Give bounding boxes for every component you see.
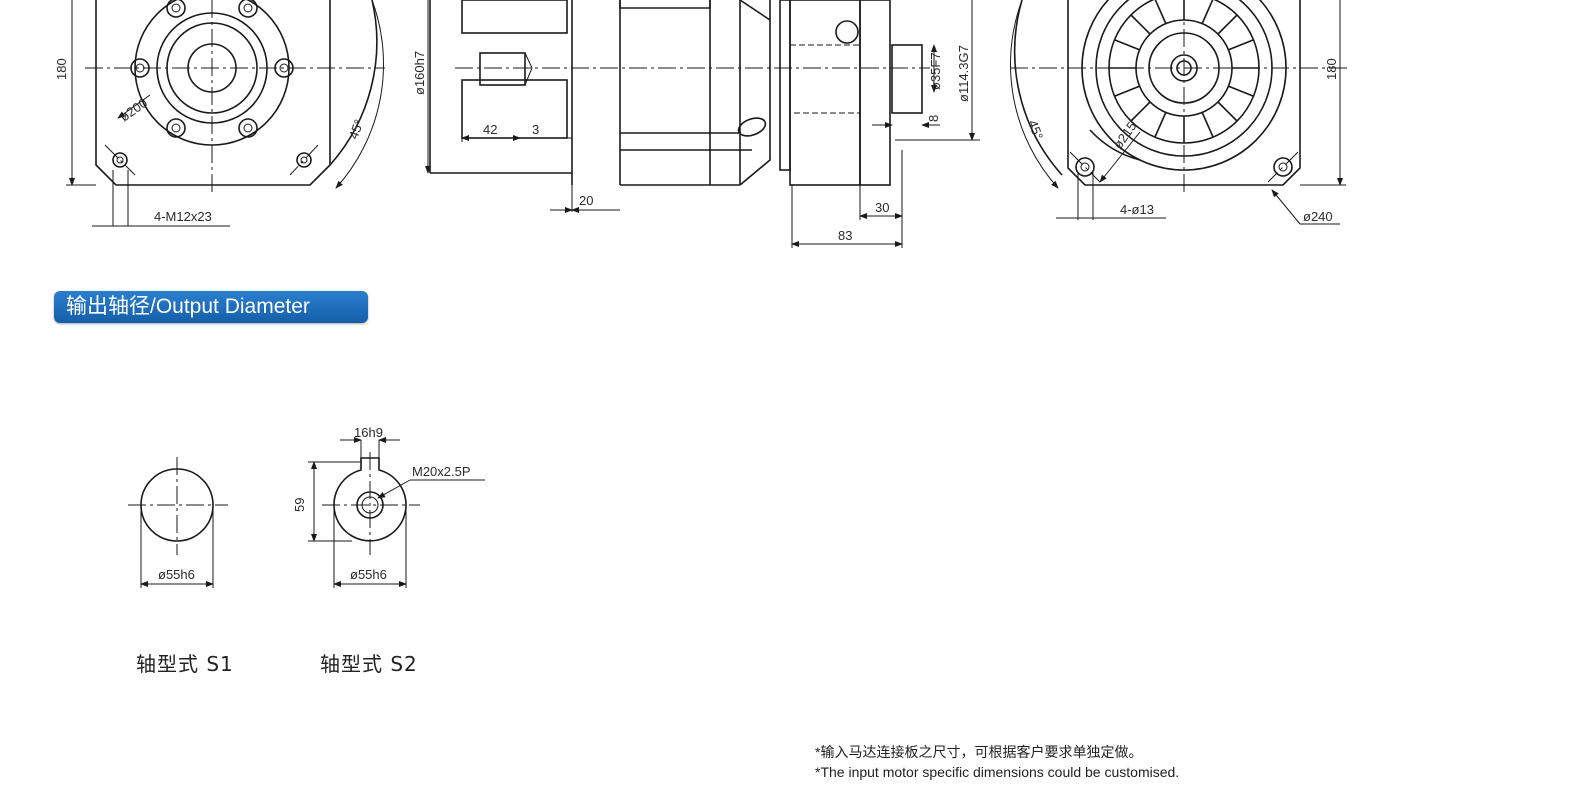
shaft-s2-drawing: 16h9 M20x2.5P 59 ø55h6 — [292, 425, 485, 588]
rear-view: 180 45° ø215 4-ø13 ø240 — [1010, 0, 1350, 225]
rear-hole-label: 4-ø13 — [1120, 202, 1154, 217]
side-dim-30: 30 — [875, 200, 889, 215]
s2-thread-label: M20x2.5P — [412, 464, 471, 479]
side-dim-3: 3 — [532, 122, 539, 137]
s1-dia-label: ø55h6 — [158, 567, 195, 582]
rear-angle-label: 45° — [1025, 118, 1046, 142]
s2-key-label: 16h9 — [354, 425, 383, 440]
rear-pcd-label: ø215 — [1110, 119, 1139, 152]
s2-dia-label: ø55h6 — [350, 567, 387, 582]
shaft-s2-caption: 轴型式 S2 — [320, 652, 418, 676]
front-bolt-label: 4-M12x23 — [154, 209, 212, 224]
side-dim-83: 83 — [838, 228, 852, 243]
shaft-s1-drawing: ø55h6 — [128, 457, 228, 588]
front-view: 180 ø200 45° 4-M12x23 — [54, 0, 385, 227]
side-shaft-label: ø35F7 — [928, 52, 943, 90]
note-chinese: *输入马达连接板之尺寸，可根据客户要求单独定做。 — [815, 744, 1143, 760]
rear-height-label: 180 — [1324, 58, 1339, 80]
shaft-s1-caption: 轴型式 S1 — [136, 652, 234, 676]
side-dim-42: 42 — [483, 122, 497, 137]
side-view: ø160h7 42 3 20 ø35F7 ø114.3G7 8 30 83 — [412, 0, 980, 248]
front-pcd-label: ø200 — [117, 95, 150, 124]
front-height-label: 180 — [54, 58, 69, 80]
front-angle-label: 45° — [346, 117, 367, 141]
bolt-holes — [112, 0, 312, 168]
note-english: *The input motor specific dimensions cou… — [815, 764, 1180, 780]
side-pilot-label: ø160h7 — [412, 51, 427, 95]
side-dim-8: 8 — [926, 115, 941, 122]
section-title-badge: 输出轴径/Output Diameter — [54, 291, 368, 323]
rear-dia-label: ø240 — [1303, 209, 1333, 224]
side-bore-label: ø114.3G7 — [956, 45, 971, 102]
s2-height-label: 59 — [292, 498, 307, 512]
side-dim-20: 20 — [579, 193, 593, 208]
